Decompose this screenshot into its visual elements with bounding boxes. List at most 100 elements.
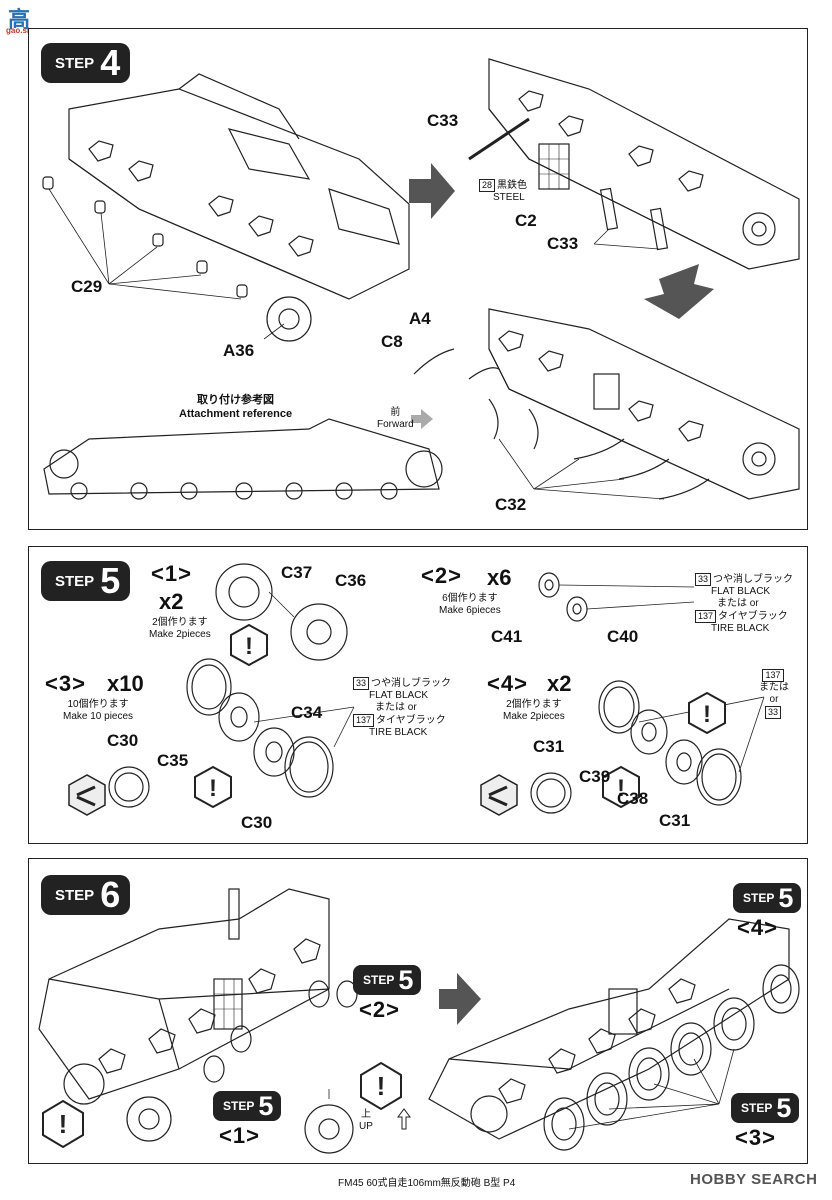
sub2-qty: x6 bbox=[487, 565, 512, 590]
attachment-jp: 取り付け参考図 bbox=[197, 394, 275, 406]
step5-illustrations: ! ! ! ! bbox=[68, 563, 765, 816]
paint-en: FLAT BLACK bbox=[711, 586, 771, 597]
attachment-reference-title: 取り付け参考図 Attachment reference bbox=[179, 393, 292, 421]
arrow-right-icon bbox=[409, 163, 455, 219]
step-word: STEP bbox=[55, 572, 95, 590]
label-c2: C2 bbox=[515, 211, 537, 230]
label-c33-top: C33 bbox=[427, 111, 459, 130]
up-jp: 上 bbox=[360, 1109, 371, 1120]
label-c34: C34 bbox=[291, 703, 323, 722]
paint-jp: タイヤブラック bbox=[718, 611, 788, 622]
make-jp: 10個作ります bbox=[67, 699, 129, 710]
label-c39: C39 bbox=[579, 767, 611, 786]
ref-sub-3: <3> bbox=[735, 1125, 776, 1150]
step6-illustrations: ! ! bbox=[38, 888, 800, 1154]
paint-code: 33 bbox=[695, 573, 712, 586]
paint-jp: つや消しブラック bbox=[371, 678, 452, 689]
step4-badge: STEP 4 bbox=[41, 42, 131, 83]
ref-word: STEP bbox=[741, 1101, 773, 1115]
forward-en: Forward bbox=[377, 419, 414, 430]
step-word: STEP bbox=[55, 54, 95, 72]
label-c35: C35 bbox=[157, 751, 189, 770]
svg-text:!: ! bbox=[377, 1071, 386, 1101]
step6-badge: STEP 6 bbox=[41, 874, 131, 915]
ref-sub-2: <2> bbox=[359, 997, 400, 1022]
up-en: UP bbox=[359, 1121, 373, 1132]
step-word: STEP bbox=[55, 886, 95, 904]
label-c29: C29 bbox=[71, 277, 103, 296]
make-jp: 6個作ります bbox=[442, 593, 498, 604]
paint-code: 137 bbox=[762, 669, 784, 682]
arrow-right-icon bbox=[439, 973, 481, 1025]
paint-en: TIRE BLACK bbox=[711, 623, 770, 634]
label-a4: A4 bbox=[409, 309, 431, 328]
make-jp: 2個作ります bbox=[506, 699, 562, 710]
label-c30-bottom: C30 bbox=[241, 813, 273, 832]
ref-sub-4: <4> bbox=[737, 915, 778, 940]
step5-badge: STEP 5 bbox=[41, 560, 131, 601]
ref-step5-1: STEP 5 bbox=[213, 1090, 282, 1121]
make-en: Make 10 pieces bbox=[63, 711, 134, 722]
sub4-label: <4> bbox=[487, 671, 528, 696]
make-jp: 2個作ります bbox=[152, 617, 208, 628]
cut-icon bbox=[68, 774, 518, 816]
caution-icon: ! ! ! ! bbox=[194, 623, 726, 809]
step-number: 6 bbox=[100, 874, 121, 915]
forward-jp: 前 bbox=[390, 407, 401, 418]
ref-word: STEP bbox=[223, 1099, 255, 1113]
or-jp: または bbox=[717, 598, 747, 609]
or-jp: または bbox=[759, 682, 789, 693]
ref-num: 5 bbox=[776, 1092, 792, 1123]
or-en: or bbox=[407, 702, 417, 713]
paint-code: 33 bbox=[764, 706, 781, 719]
sub1-label: <1> bbox=[151, 561, 192, 586]
label-c30-top: C30 bbox=[107, 731, 139, 750]
svg-text:!: ! bbox=[209, 775, 217, 802]
paint-code: 137 bbox=[695, 610, 717, 623]
ref-step5-4: STEP 5 bbox=[733, 882, 802, 913]
sub3-label: <3> bbox=[45, 671, 86, 696]
ref-word: STEP bbox=[363, 973, 395, 987]
paint-jp: つや消しブラック bbox=[713, 574, 794, 585]
ref-num: 5 bbox=[778, 882, 794, 913]
step4-panel: STEP 4 bbox=[28, 28, 808, 530]
sub2-label: <2> bbox=[421, 563, 462, 588]
paint-code: 28 bbox=[479, 179, 496, 192]
ref-step5-2: STEP 5 bbox=[353, 964, 422, 995]
make-en: Make 6pieces bbox=[439, 605, 501, 616]
sub4-make: 2個作ります Make 2pieces bbox=[503, 699, 565, 723]
paint-jp: 黒鉄色 bbox=[497, 180, 528, 191]
label-c31-top: C31 bbox=[533, 737, 565, 756]
label-c31-bottom: C31 bbox=[659, 811, 691, 830]
ref-word: STEP bbox=[743, 891, 775, 905]
ref-num: 5 bbox=[258, 1090, 274, 1121]
svg-text:!: ! bbox=[617, 775, 625, 802]
forward-arrow-icon bbox=[411, 409, 433, 429]
paint-en: TIRE BLACK bbox=[369, 727, 428, 738]
sub2-make: 6個作ります Make 6pieces bbox=[439, 593, 501, 617]
paint-jp: タイヤブラック bbox=[376, 715, 446, 726]
sub1-qty: x2 bbox=[159, 589, 184, 614]
step-number: 4 bbox=[100, 42, 121, 83]
sub1-make: 2個作ります Make 2pieces bbox=[149, 617, 211, 641]
step6-panel: STEP 6 bbox=[28, 858, 808, 1164]
brand-logo: HOBBY SEARCH bbox=[690, 1171, 818, 1188]
sub4-qty: x2 bbox=[547, 671, 572, 696]
watermark-logo: 高 bbox=[8, 7, 31, 32]
svg-text:!: ! bbox=[59, 1109, 68, 1139]
forward-label: 前 Forward bbox=[377, 407, 414, 431]
label-c38: C38 bbox=[617, 789, 649, 808]
paint-en: STEEL bbox=[493, 192, 525, 203]
label-c37: C37 bbox=[281, 563, 313, 582]
step4-illustrations bbox=[42, 58, 800, 500]
make-en: Make 2pieces bbox=[149, 629, 211, 640]
ref-num: 5 bbox=[398, 964, 414, 995]
step-number: 5 bbox=[100, 560, 121, 601]
paint-code: 137 bbox=[353, 714, 375, 727]
or-en: or bbox=[749, 598, 759, 609]
label-c36: C36 bbox=[335, 571, 367, 590]
page-footer: FM45 60式自走106mm無反動砲 B型 P4 bbox=[338, 1178, 516, 1189]
